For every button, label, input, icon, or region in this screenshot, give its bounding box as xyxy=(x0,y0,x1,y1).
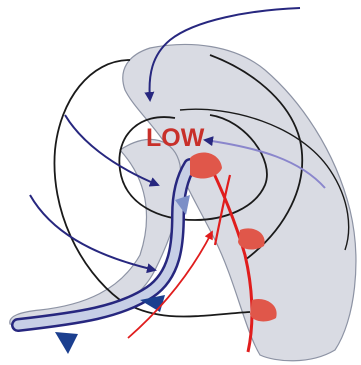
cloud-band xyxy=(10,139,181,324)
low-pressure-label: LOW xyxy=(146,124,205,152)
cold-air-arrow xyxy=(30,195,155,270)
cold-front-triangle xyxy=(55,332,78,354)
